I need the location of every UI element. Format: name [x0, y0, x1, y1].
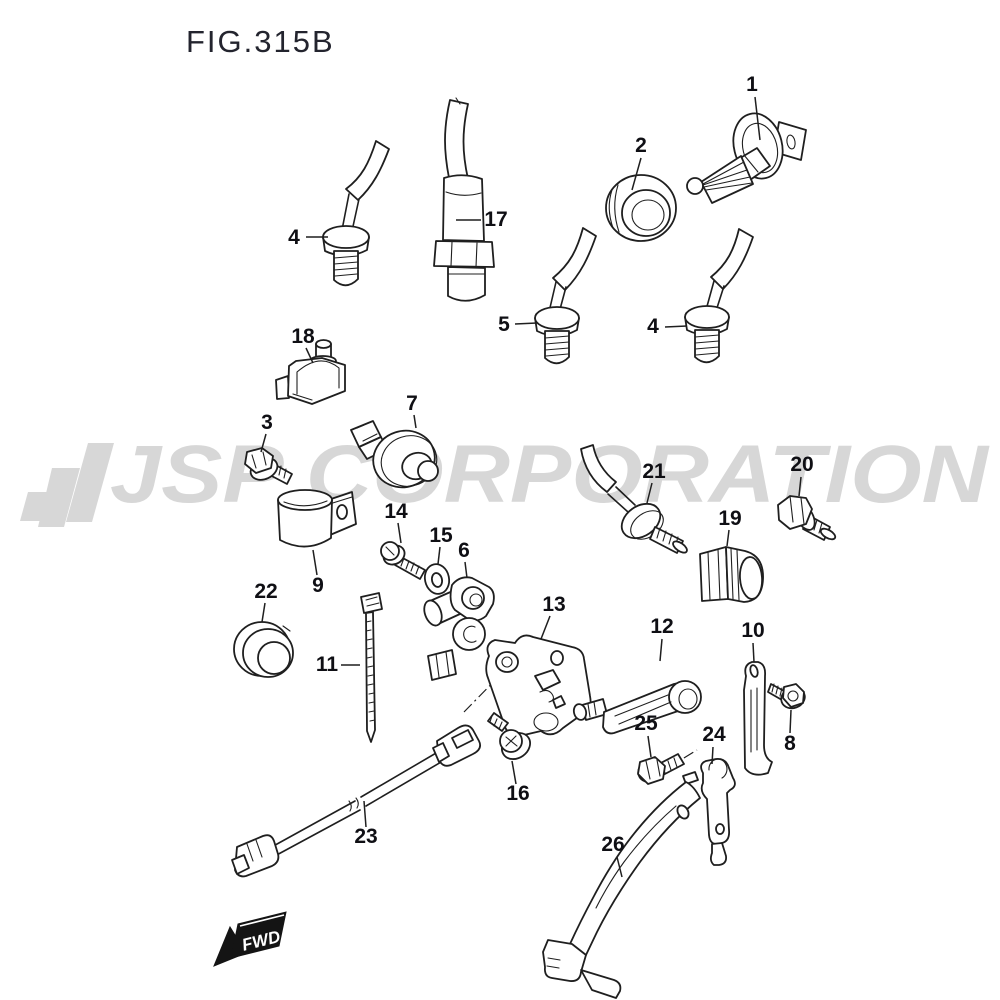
callout-24: 24	[702, 723, 726, 765]
svg-text:1: 1	[746, 73, 758, 96]
part-16-bolt	[487, 712, 531, 760]
callout-19: 19	[718, 507, 742, 547]
svg-text:21: 21	[642, 460, 666, 483]
part-12-lever	[572, 680, 702, 735]
part-1-sensor	[686, 112, 807, 204]
callout-25: 25	[634, 712, 658, 758]
callout-4b: 4	[647, 315, 688, 338]
svg-text:13: 13	[542, 593, 565, 616]
part-11-band	[360, 592, 383, 743]
part-4b-temp-sensor	[684, 228, 754, 364]
callout-13: 13	[540, 593, 566, 640]
svg-text:16: 16	[506, 782, 529, 805]
svg-text:11: 11	[316, 653, 339, 676]
callout-23: 23	[354, 800, 378, 848]
svg-text:24: 24	[702, 723, 726, 746]
svg-text:4: 4	[288, 226, 300, 249]
svg-text:26: 26	[601, 833, 624, 856]
callouts: 1 2 17 4 5 4 18 3	[254, 73, 814, 878]
fwd-marker: FWD	[213, 911, 287, 967]
part-5-temp-sensor	[534, 227, 597, 365]
callout-8: 8	[784, 709, 796, 755]
callout-3: 3	[260, 411, 273, 453]
part-24-bracket	[700, 758, 736, 866]
part-2-cushion	[605, 174, 677, 242]
part-20-sensor	[777, 495, 837, 541]
part-18-clamp	[275, 339, 346, 405]
svg-text:22: 22	[254, 580, 277, 603]
callout-6: 6	[458, 539, 470, 579]
part-17-sensor	[433, 97, 495, 302]
fwd-plate-highlight	[239, 914, 285, 927]
part-7-pressure-switch	[350, 420, 439, 489]
callout-7: 7	[406, 392, 418, 429]
callout-9: 9	[312, 549, 324, 597]
svg-text:4: 4	[647, 315, 659, 338]
callout-14: 14	[384, 500, 408, 544]
part-23-lead-wire	[231, 724, 482, 878]
callout-2: 2	[631, 134, 647, 191]
figure-title: FIG.315B	[186, 24, 335, 59]
part-8-bolt	[767, 683, 806, 710]
part-6-sensor	[423, 576, 495, 681]
svg-text:19: 19	[718, 507, 741, 530]
callout-11: 11	[316, 653, 360, 676]
svg-text:8: 8	[784, 732, 796, 755]
callout-26: 26	[601, 833, 625, 878]
part-22-grommet	[233, 621, 294, 678]
part-10-bracket	[743, 661, 773, 776]
fwd-plate	[230, 911, 287, 959]
svg-text:5: 5	[498, 313, 510, 336]
svg-text:18: 18	[291, 325, 315, 348]
svg-text:15: 15	[429, 524, 453, 547]
svg-text:25: 25	[634, 712, 658, 735]
watermark-logo-dot	[20, 492, 52, 521]
callout-22: 22	[254, 580, 278, 623]
svg-text:3: 3	[261, 411, 273, 434]
watermark-logo-bar1	[66, 443, 114, 522]
part-25-bolt	[637, 749, 698, 785]
callout-12: 12	[650, 615, 674, 662]
svg-text:12: 12	[650, 615, 673, 638]
part-15-washer	[423, 563, 451, 595]
callout-21: 21	[642, 460, 666, 504]
part-19-cap	[699, 546, 764, 603]
callout-16: 16	[506, 760, 530, 805]
part-4a-temp-sensor	[322, 140, 390, 287]
svg-text:10: 10	[741, 619, 764, 642]
part-21-sensor	[580, 444, 688, 554]
callout-10: 10	[741, 619, 765, 663]
callout-20: 20	[790, 453, 814, 497]
svg-text:14: 14	[384, 500, 408, 523]
svg-text:23: 23	[354, 825, 377, 848]
watermark-text: JSP CORPORATION	[110, 429, 990, 520]
callout-5: 5	[498, 313, 538, 336]
svg-text:7: 7	[406, 392, 418, 415]
svg-text:20: 20	[790, 453, 813, 476]
part-9-clamp	[277, 489, 357, 548]
part-26-lever	[542, 771, 701, 999]
svg-text:9: 9	[312, 574, 324, 597]
part-3-bolt	[244, 447, 293, 485]
callout-4a: 4	[288, 226, 328, 249]
watermark: JSP CORPORATION	[20, 429, 990, 527]
callout-18: 18	[291, 325, 315, 364]
svg-text:2: 2	[635, 134, 647, 157]
part-13-bracket	[463, 634, 592, 737]
callout-1: 1	[746, 73, 761, 141]
watermark-logo-bar2	[38, 468, 80, 527]
svg-text:6: 6	[458, 539, 470, 562]
part-14-bolt	[380, 541, 426, 580]
callout-17: 17	[456, 208, 508, 231]
callout-15: 15	[429, 524, 453, 565]
svg-text:17: 17	[484, 208, 507, 231]
